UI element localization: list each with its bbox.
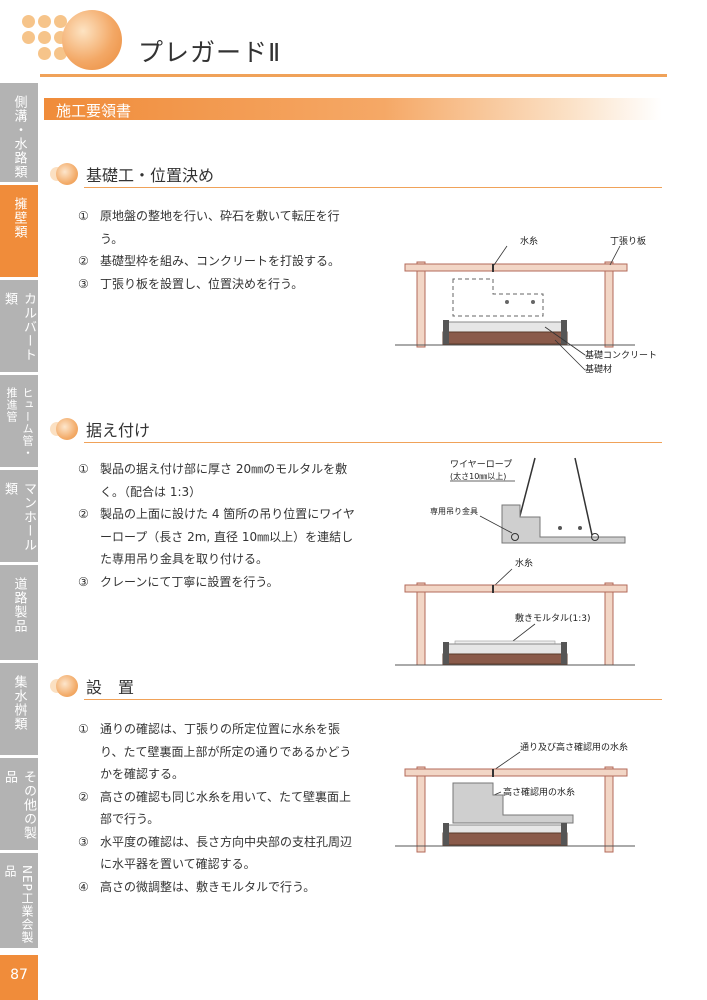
section-title-bar: 施工要領書 [44,98,662,120]
bullet-icon [50,675,78,697]
bullet-icon [50,163,78,185]
side-tab-catch-basin[interactable]: 集水桝類 [0,663,38,755]
side-tab-manhole[interactable]: マンホール類 [0,470,38,562]
label-bedding-mortar: 敷きモルタル(1:3) [515,612,591,624]
side-tab-road-products[interactable]: 道路製品 [0,565,38,660]
side-tab-retaining-wall[interactable]: 擁壁類 [0,185,38,277]
label-alignment-line: 通り及び高さ確認用の水糸 [520,741,628,753]
bullet-icon [50,418,78,440]
page-title: プレガードⅡ [138,38,282,67]
heading-installation: 据え付け [44,415,662,443]
mortar-diagram: 水糸 敷きモルタル(1:3) [395,557,635,666]
side-tab-hume-pipe[interactable]: ヒューム管・推進管 [0,375,38,467]
lifting-diagram: ワイヤーロープ (太さ10㎜以上) 専用吊り金具 [430,457,626,544]
header-divider [40,74,667,77]
placement-diagram: 通り及び高さ確認用の水糸 高さ確認用の水糸 [395,741,635,853]
foundation-diagram: 水糸 丁張り板 基礎コンクリート 基礎材 [395,235,657,375]
label-water-line: 水糸 [520,235,538,247]
label-lifting-fitting: 専用吊り金具 [430,506,478,516]
side-tab-other-products[interactable]: その他の製品 [0,758,38,850]
label-batter-board: 丁張り板 [610,235,646,247]
heading-foundation: 基礎工・位置決め [44,160,662,188]
label-wire-rope-size: (太さ10㎜以上) [450,471,506,481]
label-base-concrete: 基礎コンクリート [585,349,657,361]
side-tab-gutter-waterway[interactable]: 側溝・水路類 [0,83,38,182]
page-number: 87 [0,955,38,1000]
side-tab-nep-products[interactable]: NEP工業会製品 [0,853,38,948]
side-tab-culvert[interactable]: カルバート類 [0,280,38,372]
label-height-line: 高さ確認用の水糸 [503,786,575,798]
label-wire-rope: ワイヤーロープ [450,459,512,470]
label-water-line-2: 水糸 [515,557,533,569]
label-base-material: 基礎材 [585,363,612,375]
section-title: 施工要領書 [56,102,132,120]
heading-placement: 設 置 [44,672,662,700]
